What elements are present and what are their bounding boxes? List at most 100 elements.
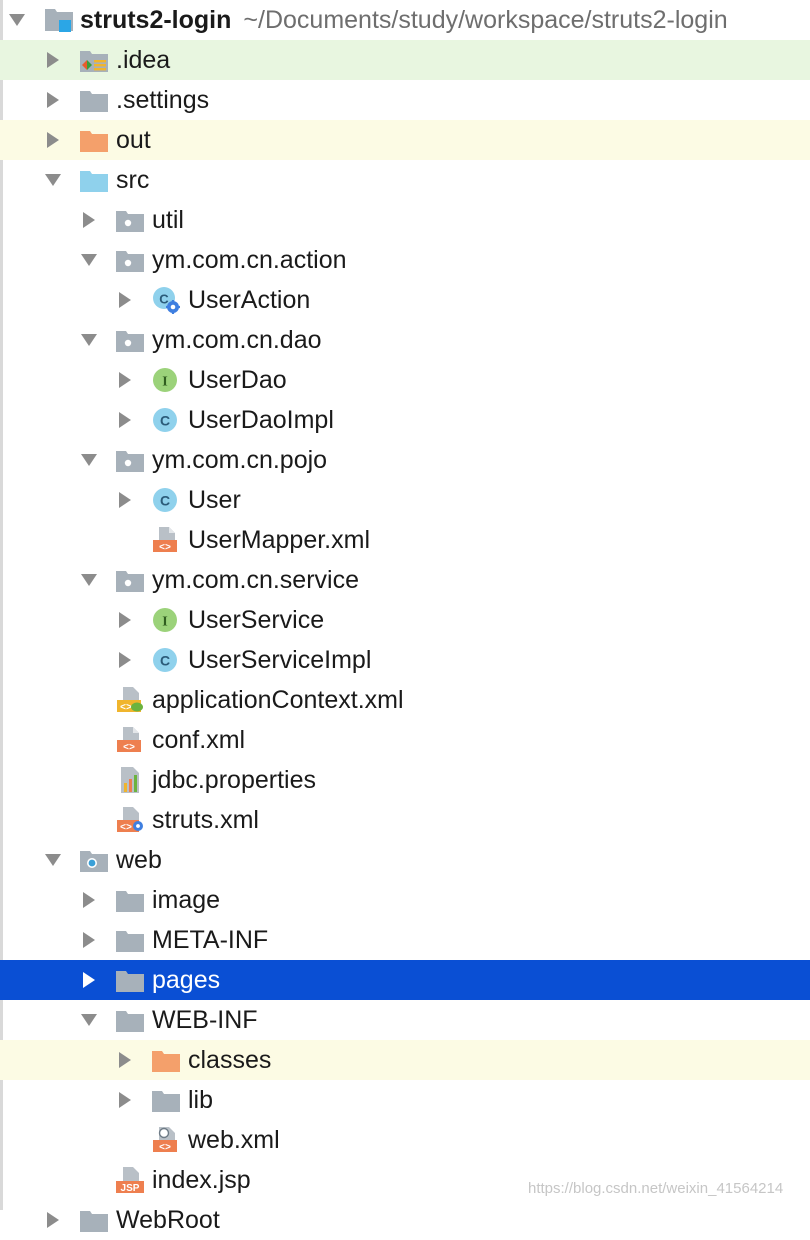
tree-node[interactable]: .idea — [0, 40, 810, 80]
chevron-right-icon[interactable] — [114, 289, 136, 311]
tree-node[interactable]: image — [0, 880, 810, 920]
tree-node[interactable]: I UserDao — [0, 360, 810, 400]
excluded-folder-icon — [151, 1046, 181, 1074]
tree-node[interactable]: ym.com.cn.pojo — [0, 440, 810, 480]
chevron-right-icon[interactable] — [114, 1089, 136, 1111]
tree-node[interactable]: WEB-INF — [0, 1000, 810, 1040]
tree-node-label: UserAction — [188, 286, 311, 314]
folder-icon — [79, 1206, 109, 1234]
chevron-right-icon[interactable] — [114, 489, 136, 511]
tree-node[interactable]: <>struts.xml — [0, 800, 810, 840]
tree-node[interactable]: ym.com.cn.dao — [0, 320, 810, 360]
class-icon: C — [151, 486, 181, 514]
svg-text:C: C — [160, 493, 170, 509]
tree-node[interactable]: ym.com.cn.action — [0, 240, 810, 280]
tree-node[interactable]: <> conf.xml — [0, 720, 810, 760]
tree-node-label: UserService — [188, 606, 325, 634]
chevron-right-icon[interactable] — [114, 609, 136, 631]
tree-node[interactable]: WebRoot — [0, 1200, 810, 1240]
package-icon — [115, 206, 145, 234]
project-module-icon — [44, 6, 74, 34]
chevron-right-icon[interactable] — [42, 89, 64, 111]
folder-icon — [151, 1086, 181, 1114]
chevron-right-icon[interactable] — [42, 129, 64, 151]
tree-node[interactable]: <> web.xml — [0, 1120, 810, 1160]
tree-node[interactable]: <>UserMapper.xml — [0, 520, 810, 560]
tree-node[interactable]: src — [0, 160, 810, 200]
chevron-down-icon[interactable] — [78, 569, 100, 591]
tree-node[interactable]: <>applicationContext.xml — [0, 680, 810, 720]
project-root-label: struts2-login~/Documents/study/workspace… — [80, 6, 728, 34]
tree-node[interactable]: pages — [0, 960, 810, 1000]
tree-node-label: web — [116, 846, 162, 874]
tree-node-label: .idea — [116, 46, 171, 74]
tree-node[interactable]: ym.com.cn.service — [0, 560, 810, 600]
spring-xml-icon: <> — [115, 686, 145, 714]
tree-node[interactable]: C UserAction — [0, 280, 810, 320]
svg-text:<>: <> — [159, 543, 171, 554]
chevron-down-icon[interactable] — [78, 1009, 100, 1031]
tree-node[interactable]: struts2-login~/Documents/study/workspace… — [0, 0, 810, 40]
tree-node-label: conf.xml — [152, 726, 246, 754]
tree-node[interactable]: jdbc.properties — [0, 760, 810, 800]
chevron-down-icon[interactable] — [78, 449, 100, 471]
chevron-right-icon[interactable] — [78, 889, 100, 911]
svg-text:<>: <> — [120, 823, 132, 834]
chevron-right-icon[interactable] — [78, 969, 100, 991]
svg-text:I: I — [162, 375, 167, 390]
tree-node-label: UserServiceImpl — [188, 646, 372, 674]
chevron-down-icon[interactable] — [78, 249, 100, 271]
tree-node-label: web.xml — [188, 1126, 280, 1154]
chevron-down-icon[interactable] — [42, 169, 64, 191]
tree-node-label: ym.com.cn.service — [152, 566, 359, 594]
tree-node-label: ym.com.cn.dao — [152, 326, 322, 354]
chevron-right-icon[interactable] — [78, 929, 100, 951]
chevron-down-icon[interactable] — [6, 9, 28, 31]
package-icon — [115, 566, 145, 594]
chevron-right-icon[interactable] — [42, 1209, 64, 1231]
tree-node-label: User — [188, 486, 241, 514]
tree-node[interactable]: META-INF — [0, 920, 810, 960]
tree-node[interactable]: web — [0, 840, 810, 880]
spring-class-icon: C — [151, 286, 181, 314]
svg-text:<>: <> — [159, 1143, 171, 1154]
svg-text:C: C — [159, 292, 169, 307]
folder-icon — [115, 886, 145, 914]
watermark: https://blog.csdn.net/weixin_41564214 — [528, 1180, 784, 1197]
panel-left-border — [0, 0, 3, 1210]
chevron-right-icon[interactable] — [114, 409, 136, 431]
tree-node-label: .settings — [116, 86, 210, 114]
tree-node-label: ym.com.cn.pojo — [152, 446, 328, 474]
chevron-right-icon[interactable] — [114, 1049, 136, 1071]
tree-node[interactable]: out — [0, 120, 810, 160]
package-icon — [115, 446, 145, 474]
xml-file-icon: <> — [115, 726, 145, 754]
chevron-down-icon[interactable] — [42, 849, 64, 871]
tree-node-label: WEB-INF — [152, 1006, 258, 1034]
svg-text:<>: <> — [120, 703, 132, 714]
tree-node[interactable]: .settings — [0, 80, 810, 120]
tree-node-label: jdbc.properties — [152, 766, 316, 794]
tree-node-label: UserDao — [188, 366, 287, 394]
tree-node-label: out — [116, 126, 151, 154]
class-icon: C — [151, 406, 181, 434]
tree-node[interactable]: lib — [0, 1080, 810, 1120]
chevron-right-icon[interactable] — [42, 49, 64, 71]
chevron-right-icon[interactable] — [78, 209, 100, 231]
chevron-down-icon[interactable] — [78, 329, 100, 351]
interface-icon: I — [151, 366, 181, 394]
chevron-right-icon[interactable] — [114, 649, 136, 671]
project-path: ~/Documents/study/workspace/struts2-logi… — [243, 6, 728, 34]
struts-xml-icon: <> — [115, 806, 145, 834]
tree-node[interactable]: classes — [0, 1040, 810, 1080]
tree-node-label: pages — [152, 966, 221, 994]
tree-node[interactable]: C User — [0, 480, 810, 520]
tree-node[interactable]: util — [0, 200, 810, 240]
chevron-right-icon[interactable] — [114, 369, 136, 391]
svg-text:<>: <> — [123, 743, 135, 754]
